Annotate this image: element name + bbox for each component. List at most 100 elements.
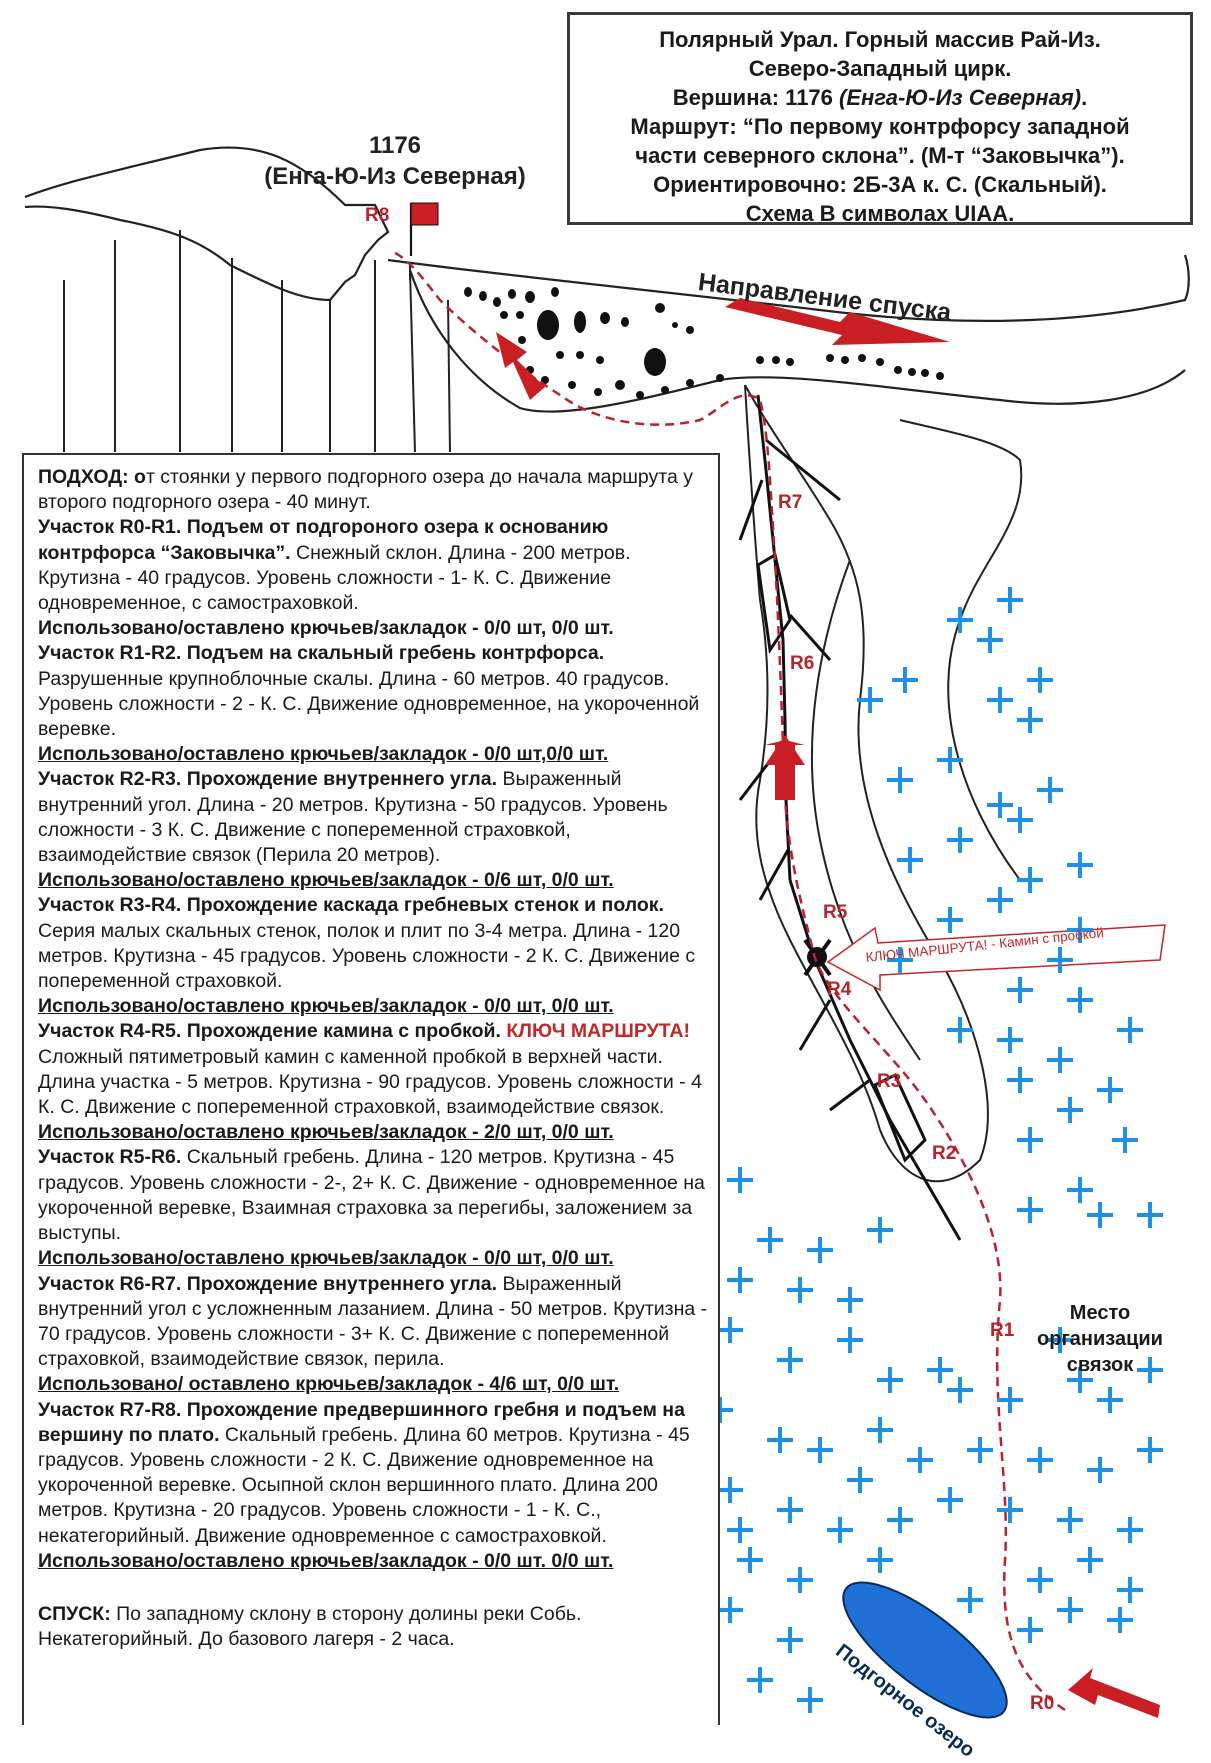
snow-cross-16 [1017,867,1043,893]
snow-cross-78 [1057,1597,1083,1623]
section-gear-0: Использовано/оставлено крючьев/закладок … [38,617,614,640]
snow-cross-31 [1017,1127,1043,1153]
section-4: Участок R4-R5. Прохождение камина с проб… [38,1020,702,1119]
snow-cross-59 [907,1447,933,1473]
right-couloir [899,419,1023,881]
snow-cross-11 [987,792,1013,818]
chimney-mark [803,938,832,977]
snow-cross-9 [887,767,913,793]
snow-cross-52 [1067,1367,1093,1393]
snow-cross-83 [797,1687,823,1713]
snow-cross-65 [777,1497,803,1523]
snow-cross-17 [987,887,1013,913]
snow-cross-24 [947,1017,973,1043]
snow-cross-71 [1117,1517,1143,1543]
face-lines [63,230,451,453]
snow-cross-54 [1137,1357,1163,1383]
snow-cross-48 [927,1357,953,1383]
snow-cross-86 [727,1517,753,1543]
snow-cross-80 [717,1597,743,1623]
section-gear-3: Использовано/оставлено крючьев/закладок … [38,995,614,1018]
snow-cross-82 [747,1667,773,1693]
left-couloir [810,559,921,1061]
section-gear-5: Использовано/оставлено крючьев/закладок … [38,1247,614,1270]
snow-field [707,587,1163,1713]
snow-cross-21 [1047,947,1073,973]
snow-cross-33 [1067,1177,1093,1203]
snow-cross-53 [1097,1387,1123,1413]
snow-cross-42 [837,1287,863,1313]
snow-cross-30 [1057,1097,1083,1123]
info-line-2: Северо-Западный цирк. [748,56,1012,81]
info-line-7: Схема В символах UIAA. [745,201,1015,226]
snow-cross-87 [827,1517,853,1543]
snow-cross-68 [937,1487,963,1513]
snow-cross-46 [837,1327,863,1353]
snow-cross-49 [947,1377,973,1403]
snow-cross-19 [1067,917,1093,943]
snow-cross-70 [1057,1507,1083,1533]
snow-cross-39 [807,1237,833,1263]
summit-flag-icon [409,202,439,256]
snow-cross-67 [887,1507,913,1533]
place-label: Место организации связок [1037,1302,1163,1376]
info-line-4: Маршрут: “По первому контрфорсу западной [630,114,1130,139]
lake [842,1581,1008,1719]
info-line-1: Полярный Урал. Горный массив Рай-Из. [659,27,1101,52]
snow-cross-3 [892,667,918,693]
snow-cross-76 [1117,1577,1143,1603]
approach: ПОДХОД: от стоянки у первого подгорного … [38,466,694,514]
snow-cross-36 [1137,1202,1163,1228]
point-r6: R6 [790,653,815,674]
snow-cross-18 [937,907,963,933]
snow-cross-45 [777,1347,803,1373]
snow-cross-4 [1027,667,1053,693]
snow-cross-7 [1017,707,1043,733]
snow-cross-10 [1037,777,1063,803]
inner-corner-r6-r7 [756,552,792,655]
summit-plateau [387,254,1190,322]
section-gear-2: Использовано/оставлено крючьев/закладок … [38,869,614,892]
snow-cross-62 [1087,1457,1113,1483]
snow-cross-38 [757,1227,783,1253]
snow-cross-22 [1007,977,1033,1003]
descent: СПУСК: По западному склону в сторону дол… [38,1602,582,1651]
snow-cross-28 [1097,1077,1123,1103]
scree-stones [464,287,944,399]
snow-cross-57 [807,1437,833,1463]
snow-cross-84 [957,1587,983,1613]
summit-label: 1176 (Енга-Ю-Из Северная) [230,130,560,192]
snow-cross-50 [997,1387,1023,1413]
point-r2: R2 [932,1143,957,1164]
section-gear-1: Использовано/оставлено крючьев/закладок … [38,743,609,766]
snow-cross-58 [867,1417,893,1443]
snow-cross-6 [987,687,1013,713]
point-r0: R0 [1030,1693,1055,1714]
snow-cross-29 [1007,1067,1033,1093]
snow-cross-12 [1007,807,1033,833]
info-line-3: Вершина: 1176 (Енга-Ю-Из Северная). [672,85,1088,110]
section-2: Участок R2-R3. Прохождение внутреннего у… [38,768,668,867]
section-7: Участок R7-R8. Прохождение предвершинног… [38,1398,690,1547]
snow-cross-66 [847,1467,873,1493]
snow-cross-85 [1017,1617,1043,1643]
snow-cross-44 [717,1317,743,1343]
point-r3: R3 [877,1071,902,1092]
point-r1: R1 [990,1320,1015,1341]
snow-cross-51 [1047,1327,1073,1353]
info-line-5: части северного склона”. (М-т “Заковычка… [635,143,1125,168]
point-r5: R5 [823,902,848,923]
section-gear-4: Использовано/оставлено крючьев/закладок … [38,1121,614,1144]
section-3: Участок R3-R4. Прохождение каскада гребн… [38,894,696,993]
snow-cross-79 [1107,1607,1133,1633]
snow-cross-64 [717,1477,743,1503]
snow-cross-8 [937,747,963,773]
snow-cross-74 [867,1547,893,1573]
section-gear-7: Использовано/оставлено крючьев/закладок … [38,1549,614,1572]
info-line-6: Ориентировочно: 2Б-3А к. С. (Скальный). [653,172,1107,197]
arrow-summit [496,332,545,400]
snow-cross-63 [1137,1437,1163,1463]
section-gear-6: Использовано/ оставлено крючьев/закладок… [38,1373,620,1396]
snow-cross-5 [857,687,883,713]
inner-corner-r2-r3 [873,1072,927,1163]
